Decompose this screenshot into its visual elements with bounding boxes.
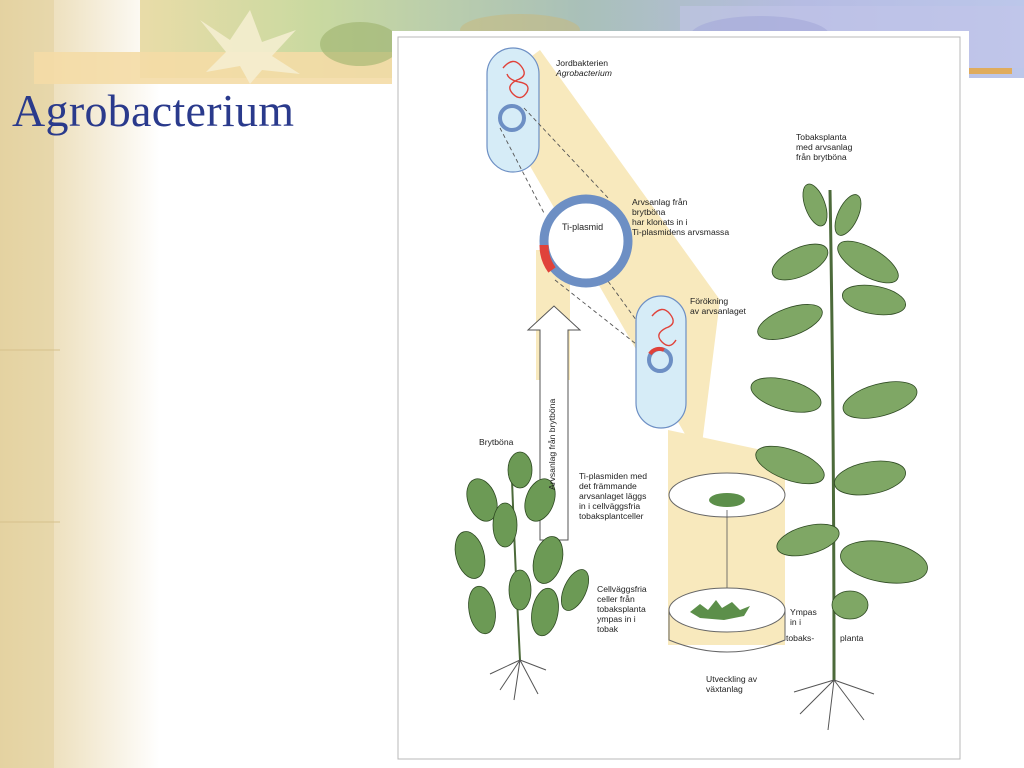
bacterium-lower — [635, 295, 687, 429]
label-cellvaggsfria: Cellväggsfria celler från tobaksplanta y… — [597, 584, 647, 634]
label-planta: planta — [840, 633, 864, 643]
label-ympas-in-i: Ympas in i — [790, 607, 817, 627]
slide-title: Agrobacterium — [12, 85, 295, 136]
label-arvsanlag-klonats: Arvsanlag från brytböna har klonats in i… — [632, 197, 730, 237]
banner-accent — [968, 68, 1012, 74]
label-ti-plasmid: Ti-plasmid — [562, 222, 604, 232]
parchment-edge — [0, 0, 54, 768]
petri-dish-upper — [668, 472, 786, 518]
flower-petals — [200, 10, 300, 84]
label-forokning: Förökning av arvsanlaget — [690, 296, 746, 316]
petri-dish-lower — [668, 587, 786, 653]
bean-plant — [454, 451, 590, 701]
label-ti-plasmiden-med: Ti-plasmiden med det främmande arvsanlag… — [579, 471, 647, 521]
label-arrow-vertical: Arvsanlag från brytböna — [547, 398, 557, 490]
leaf-blob — [320, 22, 400, 66]
label-utveckling: Utveckling av växtanlag — [706, 674, 758, 694]
ti-plasmid-ring — [539, 194, 633, 288]
label-agrobacterium: Agrobacterium — [556, 68, 612, 78]
figure-border — [397, 36, 961, 760]
label-tobaks: tobaks- — [786, 633, 815, 643]
tobacco-plant — [750, 183, 928, 731]
bacterium-top — [486, 47, 540, 173]
label-tobaksplanta-top: Tobaksplanta med arvsanlag från brytböna — [796, 132, 853, 162]
label-jordbakterien: Jordbakterien — [556, 58, 609, 68]
label-brytbona: Brytböna — [479, 437, 514, 447]
